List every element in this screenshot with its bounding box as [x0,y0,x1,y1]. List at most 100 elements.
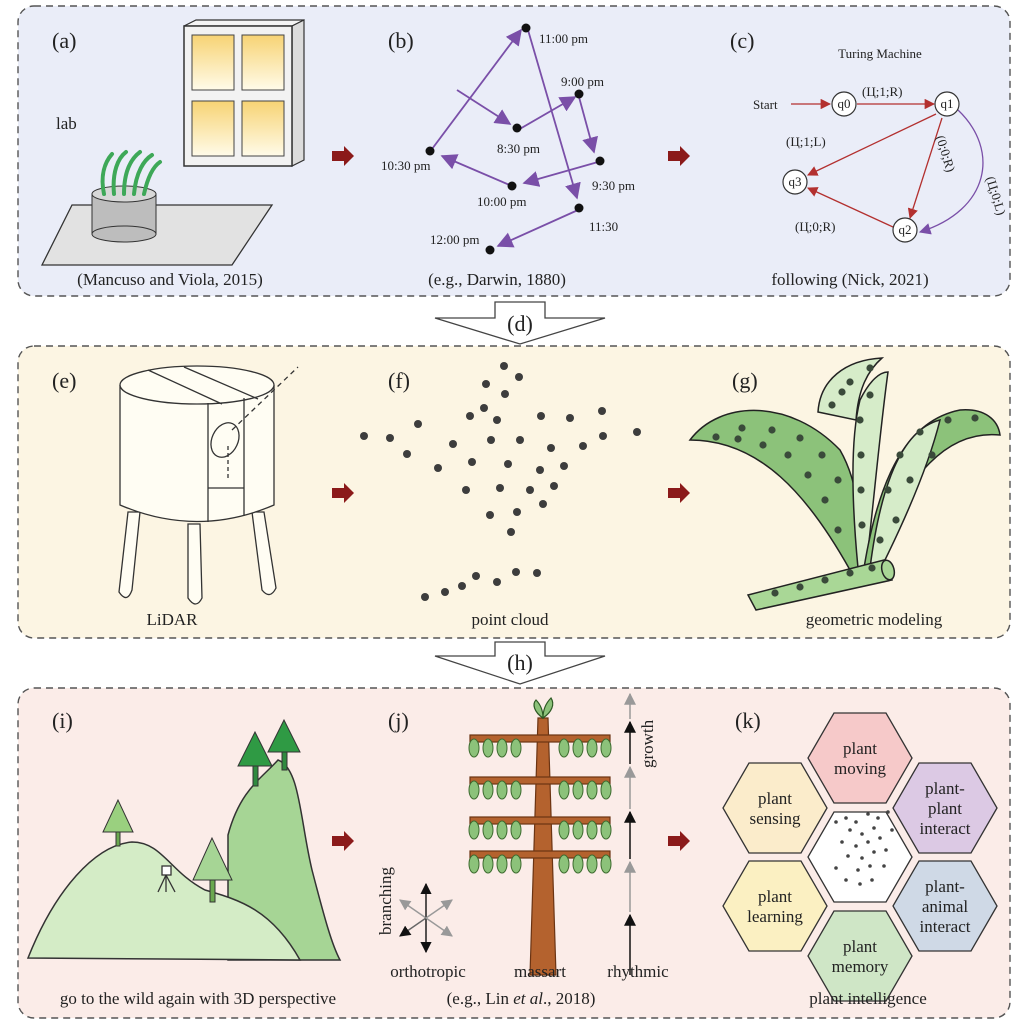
flow-arrow [332,146,354,166]
cloud-point [434,464,442,472]
connector-label-h: (h) [507,650,533,675]
state-q0: q0 [838,96,851,111]
hex-cell [722,860,828,952]
time-label: 11:30 [589,219,618,234]
panel-g-caption: geometric modeling [806,610,943,629]
hex-dot [886,810,890,814]
cloud-point [482,380,490,388]
hex-dot [868,864,872,868]
cloud-point [493,578,501,586]
transition-label: (Ц;0;R) [795,219,835,234]
leaf [496,820,508,840]
cloud-point [633,428,641,436]
leaf [482,780,494,800]
leaf [558,780,570,800]
cloud-point [504,460,512,468]
leaf [558,820,570,840]
cloud-point [516,436,524,444]
turing-title: Turing Machine [838,46,922,61]
lidar-scanner-icon [118,365,299,605]
hex-dot [870,878,874,882]
hex-dot [890,828,894,832]
state-q1: q1 [941,96,954,111]
cloud-point [500,362,508,370]
state-transitions [791,98,984,235]
hex-cell [807,910,913,1002]
point-cloud [360,362,641,601]
state-q3: q3 [789,174,802,189]
hex-dot [882,864,886,868]
cloud-point [513,508,521,516]
panel-i-caption: go to the wild again with 3D perspective [60,989,336,1008]
cloud-point [501,390,509,398]
hex-dot [856,868,860,872]
hex-dot [834,820,838,824]
hex-dot [872,826,876,830]
leaf [468,820,480,840]
cloud-point [468,458,476,466]
cloud-point [550,482,558,490]
leaf [586,854,598,874]
branching-arrows [399,882,453,954]
leaf [496,780,508,800]
cloud-point [533,569,541,577]
transition-label: (Ц;1;R) [862,84,902,99]
leaf [510,854,522,874]
leaf [496,738,508,758]
leaf [510,780,522,800]
leaf [510,738,522,758]
tripod-icon [157,865,176,893]
time-label: 10:30 pm [381,158,430,173]
cloud-point [496,484,504,492]
cloud-point [512,568,520,576]
leaf [586,780,598,800]
cloud-point [441,588,449,596]
panel-j-label: (j) [388,708,409,733]
state-nodes [782,91,960,243]
time-label: 9:30 pm [592,178,635,193]
panel-k-label: (k) [735,708,761,733]
time-label: 8:30 pm [497,141,540,156]
panel-c-caption: following (Nick, 2021) [771,270,928,289]
circumnutation-path [431,28,599,248]
panel-g-label: (g) [732,368,758,393]
time-label: 11:00 pm [539,31,588,46]
hex-cell [892,762,998,854]
hex-dot [866,840,870,844]
cloud-point [403,450,411,458]
cloud-point [598,407,606,415]
cloud-point [386,434,394,442]
leaf [558,854,570,874]
leaf [572,738,584,758]
cloud-point [458,582,466,590]
hex-dot [844,878,848,882]
hex-dot [854,820,858,824]
cloud-point [539,500,547,508]
cloud-point [537,412,545,420]
flow-arrow [332,483,354,503]
landscape [26,759,342,961]
hex-cell [722,762,828,854]
massart-tree [469,697,611,976]
panel-b-label: (b) [388,28,414,53]
leaf [572,854,584,874]
panel-e-label: (e) [52,368,76,393]
state-q2: q2 [899,222,912,237]
cloud-point [599,432,607,440]
hex-cell [807,712,913,804]
cloud-point [472,572,480,580]
leaf [600,780,612,800]
orthotropic-label: orthotropic [390,962,466,981]
hex-dot [860,832,864,836]
panel-b-caption: (e.g., Darwin, 1880) [428,270,566,289]
leaf [558,738,570,758]
leaf [572,780,584,800]
hex-dot [866,812,870,816]
cloud-point [507,528,515,536]
hex-dot [878,836,882,840]
leaf [586,738,598,758]
cloud-point [560,462,568,470]
